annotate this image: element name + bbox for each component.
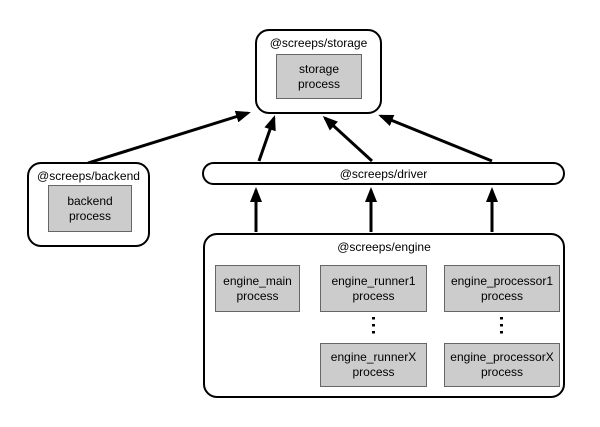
node-backend-title: @screeps/backend (37, 169, 140, 183)
vertical-ellipsis-icon (500, 317, 503, 337)
node-driver: @screeps/driver (202, 162, 565, 185)
engine-runnerX-process-box: engine_runnerX process (320, 343, 427, 387)
engine-main-process-box: engine_main process (215, 265, 300, 312)
node-backend: @screeps/backend backend process (27, 162, 150, 247)
engine-runner1-process-box: engine_runner1 process (320, 265, 427, 312)
arrow-driver-to-storage-mid (322, 115, 374, 163)
engine-processor1-process-box: engine_processor1 process (444, 265, 560, 312)
node-storage: @screeps/storage storage process (255, 29, 382, 114)
node-engine-title: @screeps/engine (337, 240, 431, 254)
arrow-backend-to-storage (87, 110, 251, 165)
vertical-ellipsis-icon (372, 317, 375, 337)
arrow-driver-to-storage-left (257, 115, 276, 162)
engine-processorX-process-box: engine_processorX process (444, 343, 560, 387)
storage-process-box: storage process (276, 54, 362, 99)
arrow-driver-to-storage-right (378, 114, 493, 163)
backend-process-box: backend process (48, 185, 132, 232)
node-storage-title: @screeps/storage (269, 36, 368, 50)
node-engine: @screeps/engine engine_main process engi… (203, 233, 565, 398)
